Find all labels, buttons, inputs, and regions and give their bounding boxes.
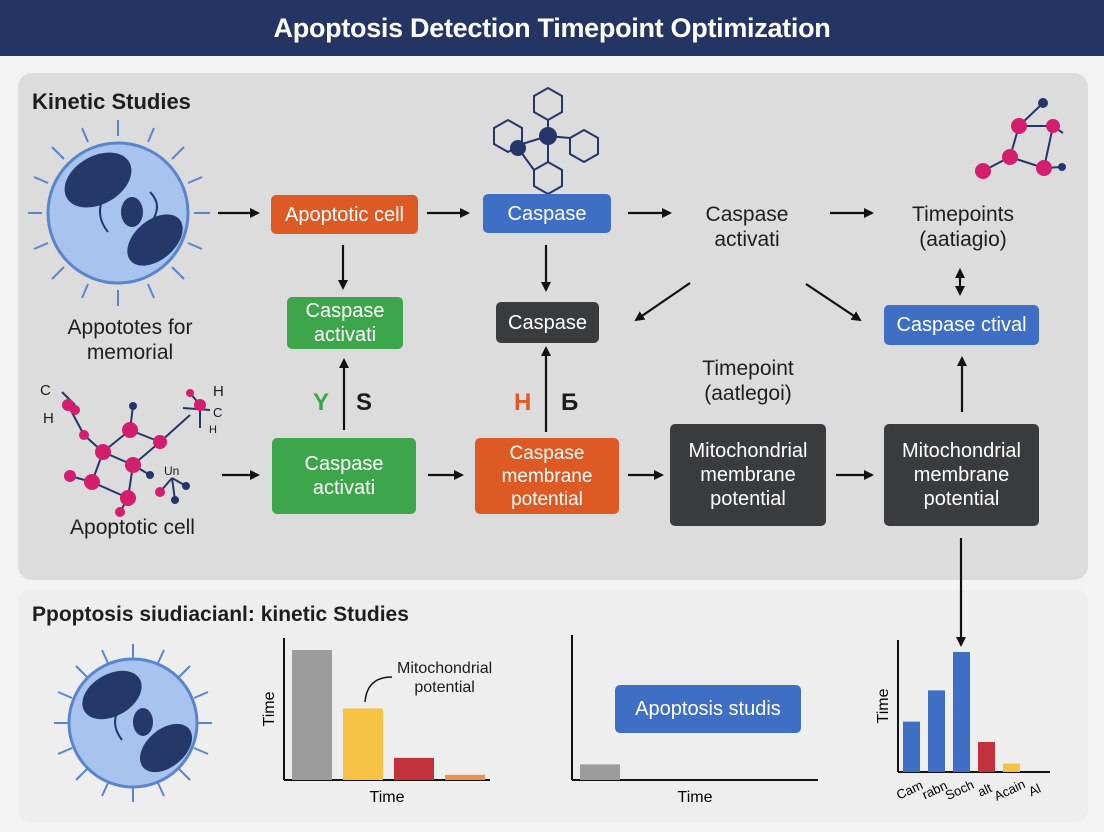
box-mitochondrial-1: Mitochondrial membrane potential [670,424,826,526]
box-caspase-activati-top: Caspase activati [287,297,403,349]
tick-label: Acain [992,776,1028,803]
y-axis-label: Time [261,691,278,726]
y-axis-label: Time [875,688,892,723]
box-apoptosis-studis: Apoptosis studis [615,685,801,733]
letter-s: S [356,389,373,416]
bar [903,721,920,772]
box-caspase-membrane: Caspase membrane potential [475,438,619,514]
section-title-kinetic: Kinetic Studies [32,89,191,114]
x-axis-label: Time [370,789,405,806]
label-apoptotic-cell: Apoptotic cell [70,516,195,539]
box-caspase-dark: Caspase [496,302,599,343]
box-caspase-ctival: Caspase ctival [884,305,1039,345]
bar [445,774,485,780]
bar [953,652,970,772]
molecule-label: H [43,410,54,427]
cell-illustration-top [28,120,210,306]
page-title: Apoptosis Detection Timepoint Optimizati… [0,0,1104,56]
letter-b: Б [561,389,579,416]
box-mitochondrial-2: Mitochondrial membrane potential [884,424,1039,526]
bar [928,690,945,772]
bar-chart-apoptosis: Time [571,635,818,806]
letter-y: Y [313,389,330,416]
box-caspase-top: Caspase [483,194,611,233]
bar [394,757,434,780]
molecule-top-right [975,98,1066,179]
molecule-label: Un [164,464,180,478]
tick-label: alt [975,780,994,800]
x-axis-label: Time [678,789,713,806]
label-timepoints: Timepoints (aatiagio) [912,203,1014,251]
tick-label: Al [1026,781,1043,800]
bar [978,742,995,772]
molecule-label: H [213,383,224,400]
box-apoptotic-cell: Apoptotic cell [271,195,418,234]
letter-h: H [514,389,532,416]
callout-line [364,676,393,703]
box-caspase-activati-bottom: Caspase activati [272,438,416,514]
molecule-network-left [61,389,211,517]
bar [1003,763,1020,772]
label-appototes: Appototes for memorial [67,316,193,364]
apoptosis-studies-panel [18,590,1088,822]
molecule-label: C [40,382,51,399]
molecule-label: H [209,424,217,436]
bar [292,650,332,780]
bar [343,708,383,780]
cell-illustration-bottom [54,644,212,802]
molecule-label: C [213,405,223,420]
callout-mitochondrial-potential: Mitochondrial potential [397,660,493,696]
section-title-bottom: Ppoptosis siudiacianl: kinetic Studies [32,603,409,626]
label-timepoint-mid: Timepoint (aatlegoi) [702,357,794,405]
label-caspase-activati: Caspase activati [705,203,789,251]
bar [580,764,620,780]
tick-label: Soch [943,777,976,803]
